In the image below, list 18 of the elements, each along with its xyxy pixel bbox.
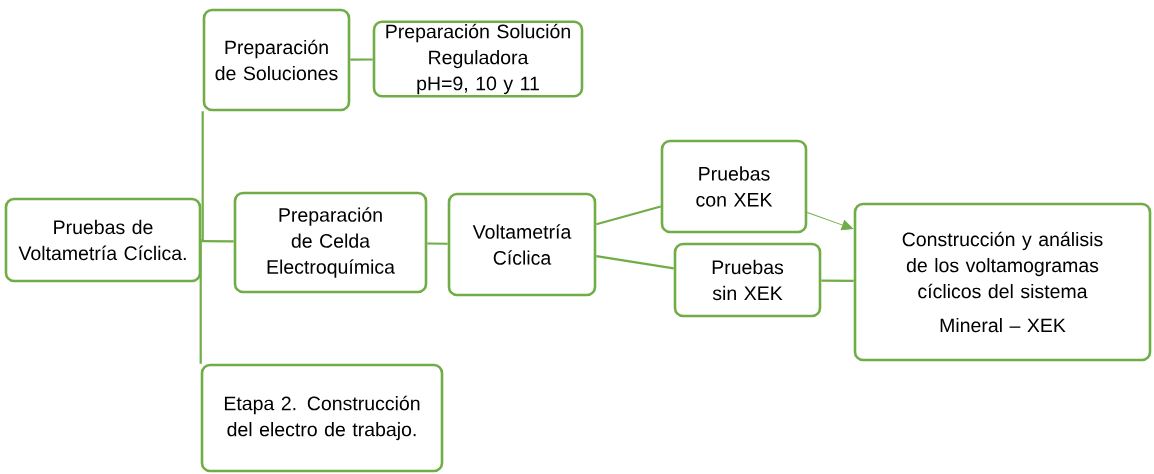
process-box: Preparación de Celda Electroquímica [233, 191, 428, 294]
process-box: Voltametría Cíclica [447, 192, 597, 297]
connector-line [200, 111, 204, 242]
connector-line [806, 212, 854, 231]
process-box: Preparación de Soluciones [202, 8, 351, 112]
process-box: Pruebas sin XEK [673, 242, 822, 318]
connector-line [821, 279, 854, 282]
connector-line [350, 58, 373, 61]
process-box: Construcción y análisis de los voltamogramas cíclicos del sistema Mineral – XEK [853, 202, 1152, 362]
process-box: Pruebas de Voltametría Cíclica. [4, 197, 202, 283]
connector-line [596, 205, 661, 226]
process-box: Etapa 2. Construcción del electro de trabajo. [200, 363, 444, 473]
connector-line [427, 242, 448, 245]
process-box: Preparación Solución Reguladora pH=9, 10 y 11 [372, 20, 584, 98]
connector-line [201, 240, 234, 243]
connector-line [199, 238, 203, 364]
process-box: Pruebas con XEK [660, 139, 808, 234]
connector-line [596, 255, 674, 270]
